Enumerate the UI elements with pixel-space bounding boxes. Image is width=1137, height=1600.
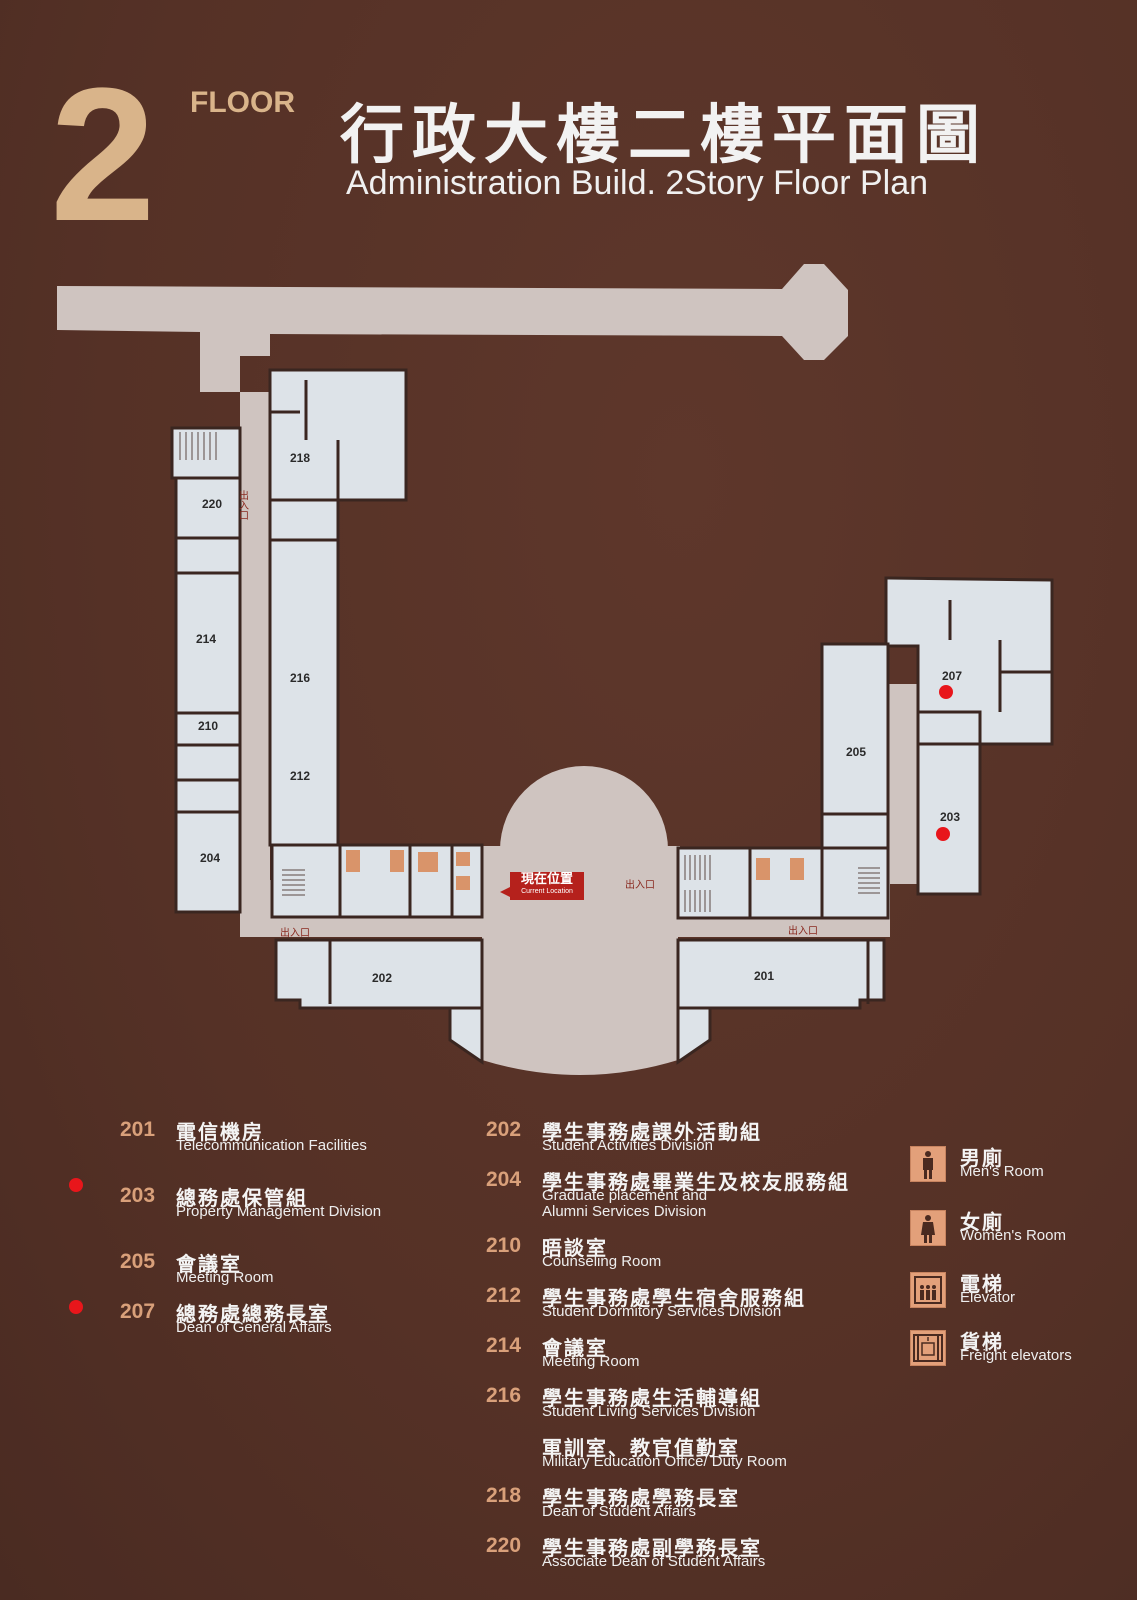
room-name-en: Student Dormitory Services Division [542,1303,782,1320]
symbol-name-en: Freight elevators [960,1347,1072,1364]
floor-plan-map: 220 218 214 216 210 212 204 202 201 205 … [57,264,1054,1075]
room-number: 207 [120,1300,156,1323]
room-name-en: Military Education Office/ Duty Room [542,1453,787,1470]
symbol-name-zh: 女廁 [960,1210,1004,1234]
floor-number: 2 [50,49,156,261]
womens-room-icon [910,1210,946,1246]
room-204-label: 204 [200,851,220,865]
room-number: 210 [486,1234,522,1257]
room-name-zh: 學生事務處課外活動組 [542,1120,762,1144]
room-number: 212 [486,1284,522,1307]
room-name-zh: 電信機房 [176,1120,264,1144]
marker-207 [939,685,953,699]
room-name-zh: 學生事務處副學務長室 [542,1536,762,1560]
room-name-zh: 總務處總務長室 [176,1302,330,1326]
room-name-en: Meeting Room [176,1269,274,1286]
room-name-en: Associate Dean of Student Affairs [542,1553,766,1570]
room-name-en: Student Activities Division [542,1137,713,1154]
freight-elevator-icon [910,1330,946,1366]
stair-icon [179,432,880,912]
room-name-zh: 學生事務處學務長室 [542,1486,740,1510]
interior-walls [270,380,1052,1004]
marker-203 [936,827,950,841]
symbol-name-zh: 男廁 [960,1146,1004,1170]
exit-label-sw: 出入口 [280,926,310,939]
marker-dot-203 [69,1178,83,1192]
room-number: 202 [486,1118,522,1141]
room-name-zh: 會議室 [176,1252,242,1276]
room-name-en: Telecommunication Facilities [176,1137,367,1154]
room-214-label: 214 [196,632,216,646]
room-number: 214 [486,1334,522,1357]
marker-dot-207 [69,1300,83,1314]
room-name-zh: 會議室 [542,1336,608,1360]
room-name-en: Counseling Room [542,1253,662,1270]
symbol-name-zh: 貨梯 [960,1330,1004,1354]
room-name-en-line2: Alumni Services Division [542,1203,707,1220]
symbol-name-en: Women's Room [960,1227,1066,1244]
room-number: 220 [486,1534,522,1557]
room-201-label: 201 [754,969,774,983]
room-218-label: 218 [290,451,310,465]
room-number: 203 [120,1184,156,1207]
room-202-label: 202 [372,971,392,985]
symbol-name-zh: 電梯 [960,1272,1004,1296]
room-203-label: 203 [940,810,960,824]
rooms [170,368,1054,1065]
room-name-zh: 晤談室 [542,1236,608,1260]
room-name-en: Graduate placement and [542,1187,708,1204]
elevator-icon [910,1272,946,1308]
room-212-label: 212 [290,769,310,783]
mens-room-icon [910,1146,946,1182]
room-name-en: Property Management Division [176,1203,382,1220]
room-name-en: Student Living Services Division [542,1403,756,1420]
room-207-label: 207 [942,669,962,683]
room-number: 218 [486,1484,522,1507]
page-title-en: Administration Build. 2Story Floor Plan [346,164,929,202]
exit-label-center: 出入口 [625,878,655,891]
current-location-zh: 現在位置 [520,872,573,887]
exit-label-nw: 出入口 [237,489,249,520]
room-216-label: 216 [290,671,310,685]
room-number: 204 [486,1168,522,1191]
room-number: 205 [120,1250,156,1273]
exit-label-se: 出入口 [788,924,818,937]
room-name-en: Dean of General Affairs [176,1319,332,1336]
room-name-zh: 學生事務處學生宿舍服務組 [542,1286,806,1310]
room-210-label: 210 [198,719,218,733]
map-amenity-icons [346,850,804,890]
room-name-zh: 學生事務處畢業生及校友服務組 [542,1170,850,1194]
page-title-zh: 行政大樓二樓平面圖 [340,99,988,173]
symbol-name-en: Elevator [960,1289,1016,1306]
room-name-en: Dean of Student Affairs [542,1503,696,1520]
room-name-zh: 總務處保管組 [176,1186,308,1210]
floor-label: FLOOR [190,86,295,119]
current-location-en: Current Location [521,888,573,895]
room-name-en: Meeting Room [542,1353,640,1370]
room-number: 216 [486,1384,522,1407]
current-location-badge: 現在位置 Current Location [500,872,584,900]
room-name-zh: 學生事務處生活輔導組 [542,1386,762,1410]
room-205-label: 205 [846,745,866,759]
room-number: 201 [120,1118,156,1141]
room-name-zh: 軍訓室、教官值勤室 [542,1436,740,1460]
symbol-name-en: Men's Room [960,1163,1044,1180]
room-220-label: 220 [202,497,222,511]
